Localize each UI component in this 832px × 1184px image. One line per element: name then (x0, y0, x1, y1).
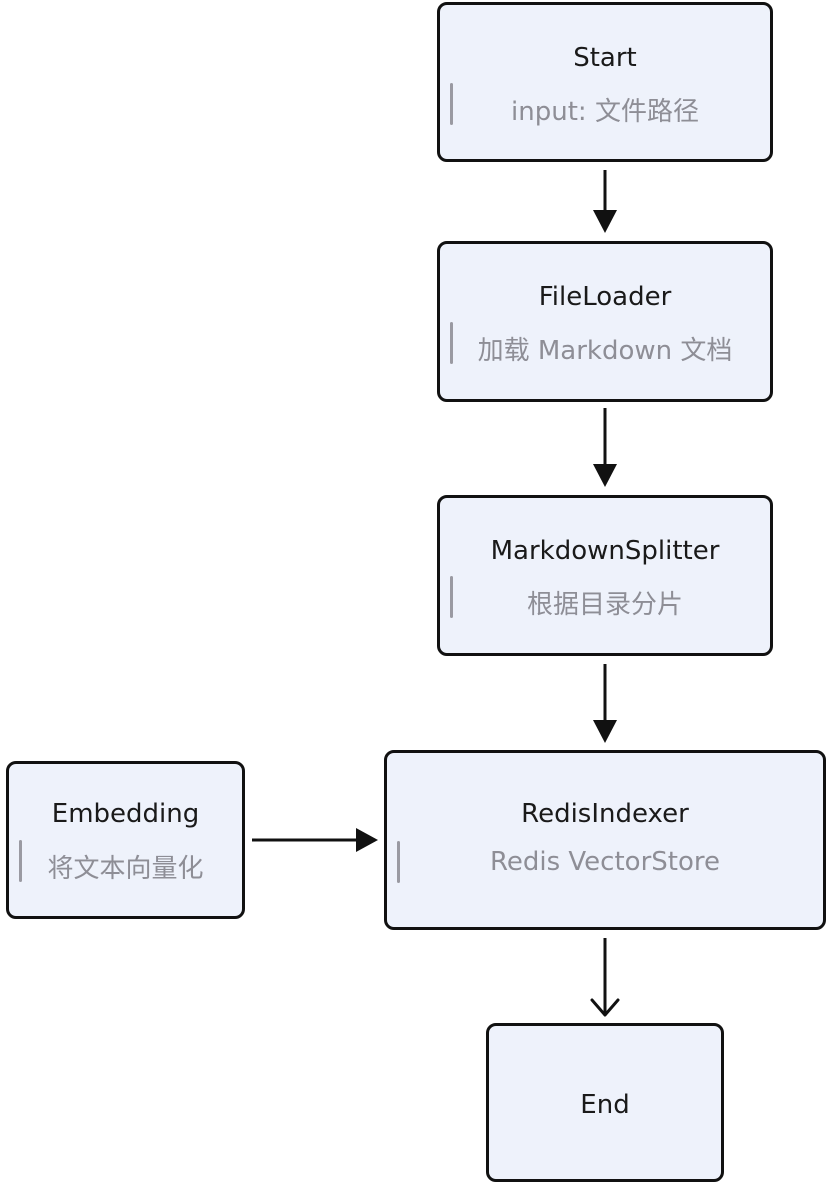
edge-splitter-redisindexer (593, 664, 617, 743)
node-embedding-subtitle: 将文本向量化 (47, 854, 204, 884)
node-embedding-title: Embedding (51, 799, 200, 829)
edge-fileloader-splitter (593, 408, 617, 487)
node-redis-indexer-subtitle: Redis VectorStore (489, 847, 720, 877)
node-redis-indexer-title: RedisIndexer (521, 799, 689, 829)
node-embedding[interactable]: Embedding 将文本向量化 (6, 761, 245, 919)
node-markdown-splitter-accent-bar (450, 576, 453, 618)
node-file-loader-title: FileLoader (538, 282, 672, 312)
node-markdown-splitter-title: MarkdownSplitter (490, 536, 720, 566)
node-markdown-splitter-subtitle: 根据目录分片 (526, 590, 683, 620)
node-file-loader[interactable]: FileLoader 加载 Markdown 文档 (437, 241, 773, 402)
node-end-title: End (580, 1090, 630, 1120)
edge-embedding-redisindexer (252, 828, 378, 852)
edge-redisindexer-end (590, 938, 620, 1017)
node-start-title: Start (573, 43, 637, 73)
node-markdown-splitter[interactable]: MarkdownSplitter 根据目录分片 (437, 495, 773, 656)
edge-start-fileloader (593, 170, 617, 233)
node-start[interactable]: Start input: 文件路径 (437, 2, 773, 162)
node-redis-indexer-accent-bar (397, 841, 400, 883)
node-start-subtitle: input: 文件路径 (511, 97, 699, 127)
node-embedding-accent-bar (19, 840, 22, 882)
node-start-accent-bar (450, 83, 453, 125)
node-end[interactable]: End (486, 1023, 724, 1182)
node-file-loader-accent-bar (450, 322, 453, 364)
node-redis-indexer[interactable]: RedisIndexer Redis VectorStore (384, 750, 826, 930)
node-file-loader-subtitle: 加载 Markdown 文档 (477, 336, 733, 366)
